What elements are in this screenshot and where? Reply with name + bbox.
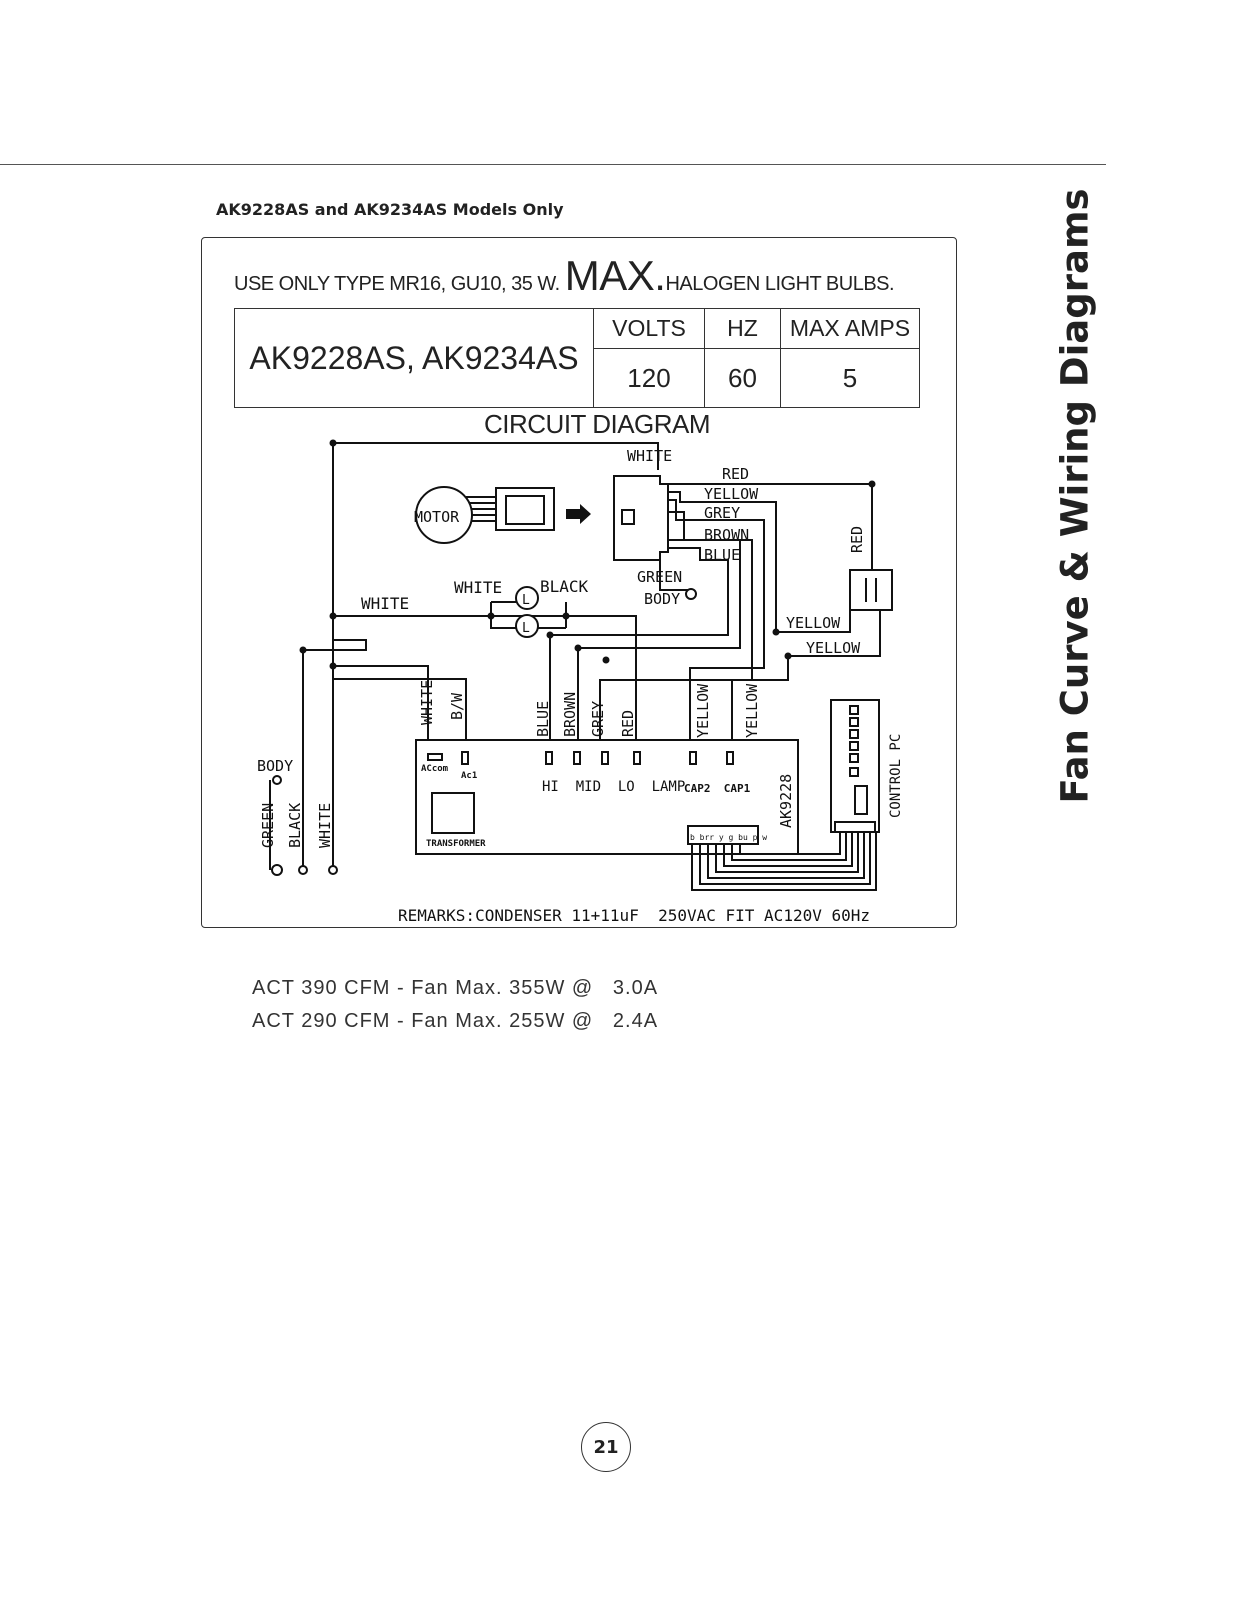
volts-value: 120 (593, 348, 705, 408)
supply-black-label: BLACK (286, 803, 304, 848)
bw-to-board (333, 678, 467, 740)
control-board (415, 739, 799, 855)
wiring-label-box (201, 237, 957, 928)
control-pc-label: CONTROL PC (888, 734, 904, 818)
cap-yellow-label-2: YELLOW (806, 639, 861, 657)
supply-body-label: BODY (257, 757, 293, 775)
models-subtitle: AK9228AS and AK9234AS Models Only (216, 200, 564, 219)
motor-label: MOTOR (414, 508, 460, 526)
bulb-warning-max: MAX. (564, 252, 666, 299)
vertical-white-label: WHITE (418, 680, 436, 725)
blue-wire-label: BLUE (704, 546, 740, 564)
white-to-board (333, 665, 429, 740)
hz-header: HZ (704, 308, 781, 349)
transformer-label: TRANSFORMER (426, 839, 486, 849)
cfm-line-390: ACT 390 CFM - Fan Max. 355W @ 3.0A (252, 977, 659, 999)
lamp-white-label: WHITE (454, 578, 502, 597)
top-white-wire (333, 442, 659, 470)
supply-green-label: GREEN (259, 803, 277, 848)
svg-text:L: L (522, 593, 530, 608)
top-rule (0, 164, 1106, 165)
grey-wire-label: GREY (704, 504, 740, 522)
vertical-grey-label: GREY (589, 701, 607, 737)
svg-text:L: L (522, 621, 530, 636)
motor-plug (613, 475, 669, 561)
electrical-spec-table: AK9228AS, AK9234AS VOLTS HZ MAX AMPS 120… (234, 308, 920, 408)
cap-yellow-label-1: YELLOW (786, 614, 841, 632)
board-model-label: AK9228 (777, 774, 795, 828)
cap-red-label: RED (848, 526, 866, 553)
vertical-brown-label: BROWN (561, 692, 579, 737)
vertical-yellow-label-1: YELLOW (694, 683, 712, 738)
brown-wire-label: BROWN (704, 526, 749, 544)
motor-icon (415, 486, 473, 544)
circuit-diagram-title: CIRCUIT DIAGRAM (484, 409, 711, 439)
model-numbers: AK9228AS, AK9234AS (234, 308, 594, 408)
cap-terminal-labels: CAP2 CAP1 (684, 782, 751, 795)
green-label: GREEN (637, 568, 682, 586)
yellow-wire-label: YELLOW (704, 485, 759, 503)
lamp-black-label: BLACK (540, 577, 589, 596)
body-label: BODY (644, 590, 680, 608)
vertical-bw-label: B/W (448, 692, 466, 720)
main-white-label: WHITE (361, 594, 409, 613)
arrow-right-icon (566, 504, 591, 524)
max-amps-value: 5 (780, 348, 920, 408)
supply-white-label: WHITE (316, 803, 334, 848)
bulb-warning-post: HALOGEN LIGHT BULBS. (665, 273, 895, 295)
lamp-icon (515, 586, 539, 610)
vertical-yellow-label-2: YELLOW (743, 683, 761, 738)
plug-white-label: WHITE (627, 447, 672, 465)
accom-terminal-label: ACcom (421, 764, 449, 774)
remarks-line: REMARKS:CONDENSER 11+11uF 250VAC FIT AC1… (398, 906, 871, 925)
vertical-blue-label: BLUE (534, 701, 552, 737)
red-wire-label: RED (722, 465, 749, 483)
lamp-icon (515, 614, 539, 638)
transformer (431, 792, 475, 834)
bulb-warning: USE ONLY TYPE MR16, GU10, 35 W. MAX.HALO… (234, 252, 895, 300)
bulb-warning-pre: USE ONLY TYPE MR16, GU10, 35 W. (234, 273, 565, 295)
ac1-terminal-label: Ac1 (461, 771, 477, 781)
max-amps-header: MAX AMPS (780, 308, 920, 349)
speed-terminal-labels: HI MID LO LAMP (542, 779, 685, 795)
page-number: 21 (581, 1422, 631, 1472)
cfm-line-290: ACT 290 CFM - Fan Max. 255W @ 2.4A (252, 1010, 659, 1032)
connector-letters: b brr y g bu p w (690, 833, 767, 842)
vertical-red-label: RED (619, 710, 637, 737)
capacitor (849, 569, 893, 611)
